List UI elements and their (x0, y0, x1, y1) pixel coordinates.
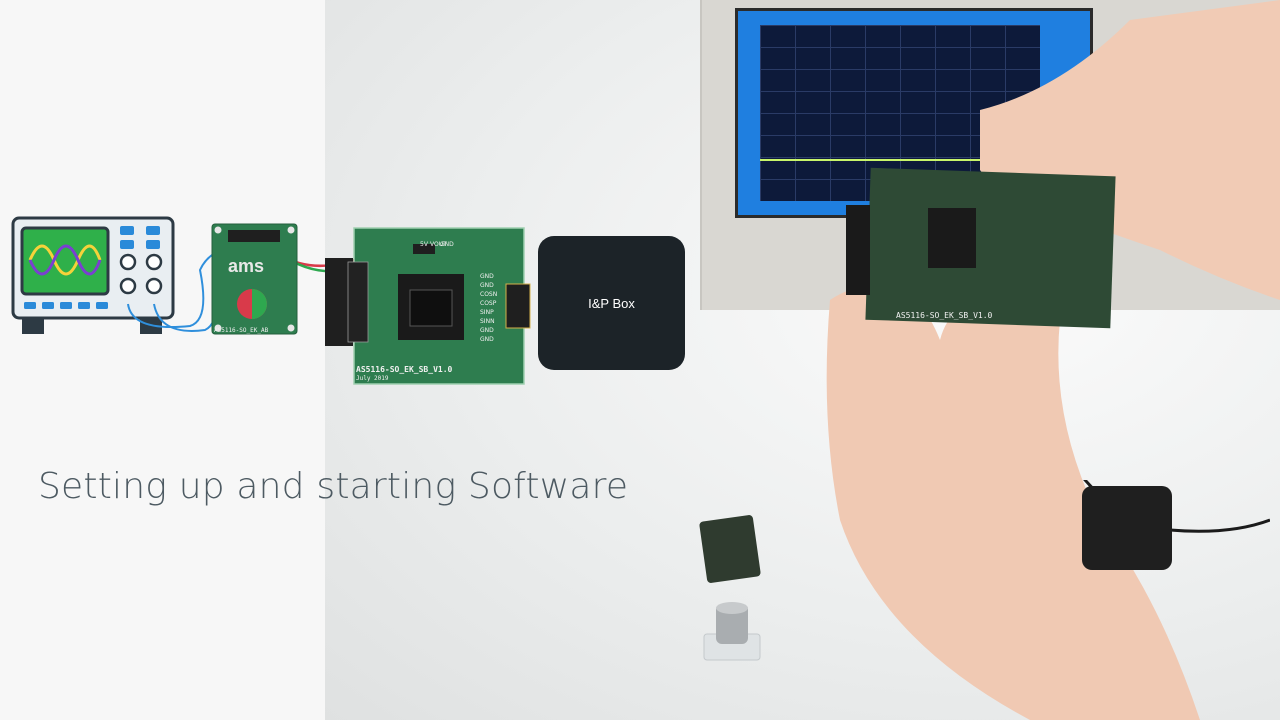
caption-title: Setting up and starting Software (38, 466, 629, 507)
top-pin-5v: 5V (420, 241, 429, 248)
cable-photo (1082, 480, 1270, 570)
pin-label-2: GND (480, 282, 494, 289)
pin-label-4: COSP (480, 300, 497, 307)
small-board-label: AS5116-SO_EK_AB (214, 327, 269, 334)
pin-label-7: GND (480, 327, 494, 334)
scope-trace (760, 159, 1040, 161)
hands-holding-board: AS5116-SO_EK_SB_V1.0 (826, 0, 1280, 720)
setup-diagram: ams AS5116-SO_EK_AB 5V VOUT GND GND GND … (11, 216, 531, 385)
ip-box-label: I&P Box (588, 295, 635, 311)
main-board-label: AS5116-SO_EK_SB_V1.0 (356, 365, 453, 374)
main-eval-board: 5V VOUT GND GND GND COSN COSP SINP SINN … (325, 227, 531, 385)
oscilloscope-icon (11, 216, 175, 334)
probe-wire-1 (127, 245, 233, 328)
top-pin-vout: VOUT (430, 241, 447, 248)
held-board-label: AS5116-SO_EK_SB_V1.0 (896, 311, 993, 320)
ams-logo: ams (228, 256, 264, 276)
main-board-date: July 2019 (356, 375, 389, 382)
pin-label-1: GND (480, 273, 494, 280)
top-pin-gnd: GND (440, 241, 454, 248)
rotary-knob-photo (703, 602, 761, 661)
diagram-background (0, 0, 325, 720)
ip-box: I&P Box (538, 236, 685, 370)
pin-label-6: SINN (480, 318, 495, 325)
held-board (865, 167, 1116, 329)
pin-label-5: SINP (480, 309, 494, 316)
pin-label-8: GND (480, 336, 494, 343)
pin-label-3: COSN (480, 291, 497, 298)
small-sensor-board-photo (698, 514, 762, 584)
angle-sensor-board: ams AS5116-SO_EK_AB (211, 223, 298, 335)
